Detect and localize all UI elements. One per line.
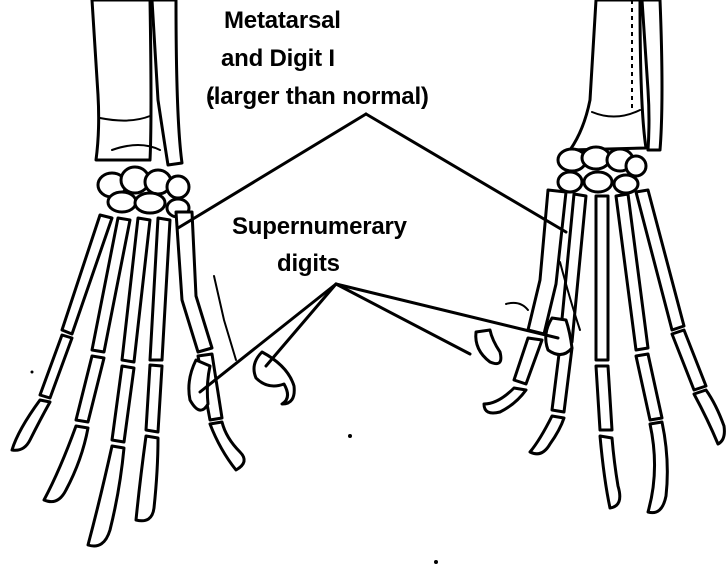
label-supernumerary-line2: digits	[277, 251, 340, 277]
right-tibia	[570, 0, 646, 150]
leader-supernumerary-4	[336, 284, 558, 338]
leader-supernumerary-3	[336, 284, 470, 354]
leader-metatarsal-left	[178, 114, 366, 228]
leader-lines	[178, 114, 566, 392]
label-metatarsal-line1: Metatarsal	[224, 8, 341, 34]
right-supernumerary-1	[476, 330, 501, 364]
right-digit-3	[596, 196, 608, 360]
left-digit-4	[150, 218, 170, 360]
leader-supernumerary-2	[266, 284, 336, 366]
left-tibia	[92, 0, 151, 160]
label-supernumerary-line1: Supernumerary	[232, 214, 407, 240]
label-metatarsal-line2: and Digit I	[221, 46, 335, 72]
left-supernumerary-2	[254, 352, 294, 404]
left-fibula	[152, 0, 182, 165]
right-foot	[476, 0, 725, 513]
left-foot	[12, 0, 294, 546]
left-digit-enlarged	[176, 212, 212, 352]
label-metatarsal-line3: (larger than normal)	[206, 84, 429, 110]
